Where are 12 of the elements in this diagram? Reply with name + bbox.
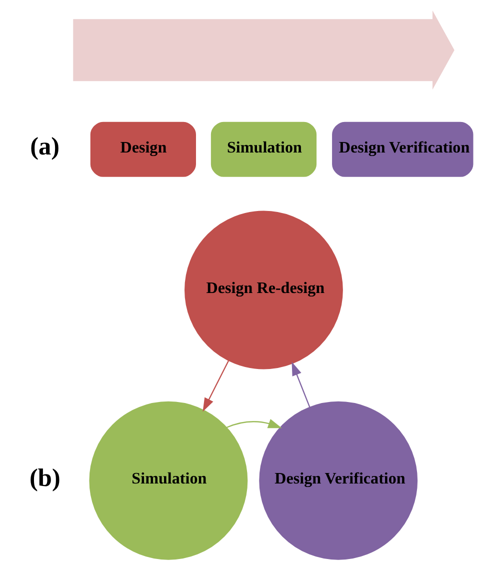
node-circle: Simulation: [88, 401, 248, 560]
node-circle: Design Verification: [258, 401, 418, 560]
arrow: [226, 418, 282, 428]
node-circle: Design Re-design: [184, 210, 342, 370]
node-arrow: [72, 10, 454, 90]
label: (b): [29, 464, 60, 492]
arrow: [202, 360, 229, 412]
arrow: [291, 362, 310, 408]
label: (a): [30, 132, 60, 161]
node-box: Design: [88, 120, 198, 180]
node-box: Simulation: [208, 120, 318, 180]
node-box: Design Verification: [329, 120, 476, 180]
